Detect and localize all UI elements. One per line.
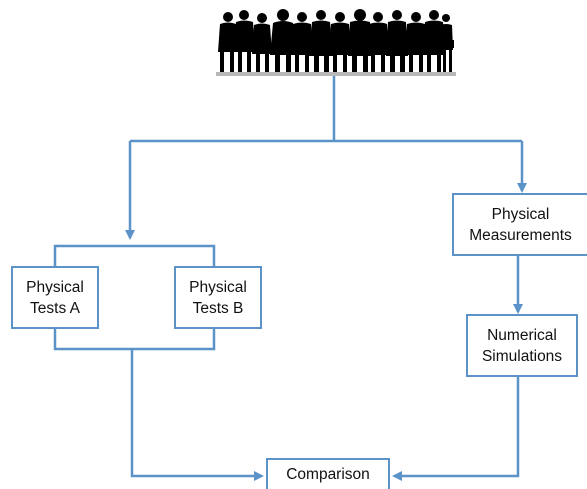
physical-tests-a-line1: Physical [26, 278, 84, 296]
numerical-simulations-line1: Numerical [487, 326, 557, 344]
tests-group-bracket-bottom [53, 329, 216, 351]
connectors [53, 76, 527, 481]
physical-tests-a-line2: Tests A [30, 299, 80, 317]
physical-tests-b-line2: Tests B [192, 299, 244, 317]
arrow-tests-to-comparison [130, 349, 264, 481]
comparison-box: Comparison [266, 458, 390, 489]
physical-measurements-box: Physical Measurements [452, 193, 587, 256]
physical-measurements-line2: Measurements [469, 226, 572, 244]
crowd-silhouette-icon [216, 9, 456, 76]
physical-measurements-line1: Physical [491, 205, 550, 223]
numerical-simulations-line2: Simulations [481, 347, 563, 365]
numerical-simulations-box: Numerical Simulations [466, 314, 578, 377]
physical-tests-a-box: Physical Tests A [11, 266, 99, 329]
tests-group-bracket-top [53, 244, 216, 266]
comparison-label: Comparison [286, 466, 370, 483]
arrow-simulations-to-comparison [392, 376, 520, 481]
physical-tests-b-box: Physical Tests B [174, 266, 262, 329]
physical-tests-b-line1: Physical [189, 278, 247, 296]
